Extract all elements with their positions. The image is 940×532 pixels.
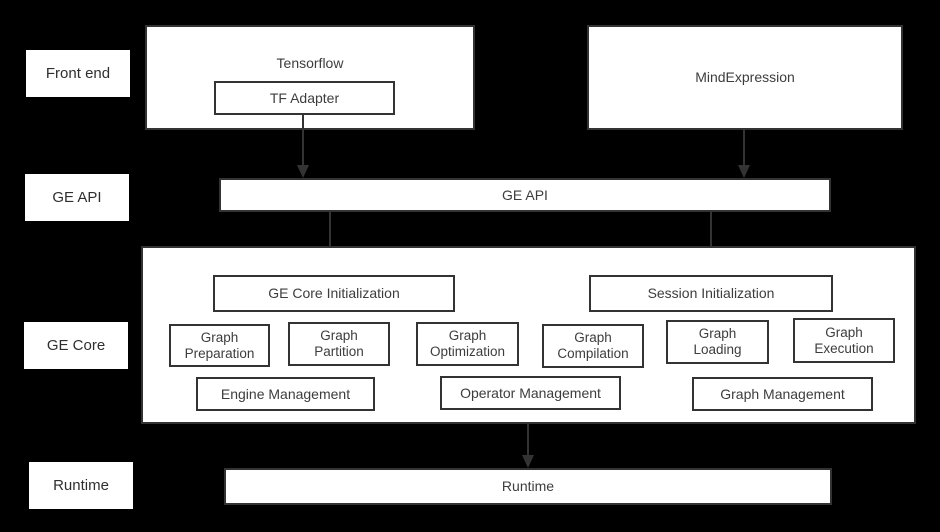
ge-core-outer-box: GE Core Initialization Session Initializ… <box>141 246 916 424</box>
graph-loading-box: Graph Loading <box>666 320 769 364</box>
arrow-shaft <box>743 130 745 165</box>
arrow-shaft <box>302 113 304 165</box>
tensorflow-title: Tensorflow <box>276 55 344 71</box>
layer-label-ge-core: GE Core <box>24 322 128 369</box>
graph-compilation-box: Graph Compilation <box>542 324 644 368</box>
arrow-ge-core-to-runtime <box>522 424 534 468</box>
engine-management-box: Engine Management <box>196 377 375 411</box>
operator-management-box: Operator Management <box>440 376 621 410</box>
ge-api-bar: GE API <box>219 178 831 212</box>
runtime-bar: Runtime <box>224 468 832 505</box>
session-initialization-box: Session Initialization <box>589 275 833 312</box>
tf-adapter-box: TF Adapter <box>214 81 395 115</box>
mindexpression-box: MindExpression <box>587 25 903 130</box>
layer-label-front-end: Front end <box>26 50 130 97</box>
graph-preparation-box: Graph Preparation <box>169 324 270 367</box>
tensorflow-box: Tensorflow TF Adapter <box>145 25 475 130</box>
graph-optimization-box: Graph Optimization <box>416 322 519 366</box>
arrow-tf-adapter-to-ge-api <box>297 113 309 178</box>
arrow-shaft <box>527 424 529 455</box>
arrow-head <box>297 165 309 178</box>
arrow-head <box>738 165 750 178</box>
arrow-mindexpression-to-ge-api <box>738 130 750 178</box>
arrow-shaft <box>710 212 712 260</box>
graph-execution-box: Graph Execution <box>793 318 895 363</box>
arrow-shaft <box>329 212 331 260</box>
arrow-head <box>522 455 534 468</box>
ge-core-initialization-box: GE Core Initialization <box>213 275 455 312</box>
graph-management-box: Graph Management <box>692 377 873 411</box>
layer-label-ge-api: GE API <box>25 174 129 221</box>
graph-partition-box: Graph Partition <box>288 322 390 366</box>
layer-label-runtime: Runtime <box>29 462 133 509</box>
